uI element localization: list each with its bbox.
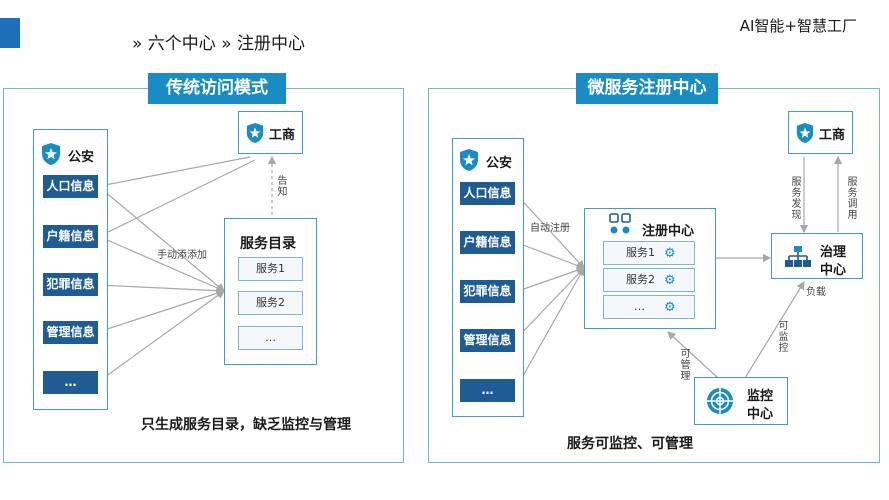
governance-line1: 治理 bbox=[820, 245, 847, 260]
right-caption: 服务可监控、可管理 bbox=[567, 436, 693, 452]
left-commerce-label: 工商 bbox=[269, 128, 296, 143]
gear-icon: ⚙ bbox=[664, 273, 676, 288]
left-directory-title: 服务目录 bbox=[240, 236, 296, 252]
police-badge-icon bbox=[42, 143, 60, 165]
org-chart-icon bbox=[785, 246, 811, 267]
registry-service-more-label: … bbox=[634, 300, 645, 313]
monitor-line1: 监控 bbox=[747, 389, 774, 404]
manageable-label: 可管理 bbox=[678, 348, 689, 381]
left-directory-service-1[interactable]: 服务1 bbox=[238, 257, 303, 281]
right-police-group bbox=[452, 138, 524, 417]
gear-icon: ⚙ bbox=[664, 246, 676, 261]
gear-icon: ⚙ bbox=[664, 300, 676, 315]
corner-accent bbox=[0, 18, 20, 48]
left-notify-label: 告知 bbox=[275, 175, 286, 197]
left-caption: 只生成服务目录，缺乏监控与管理 bbox=[141, 417, 351, 433]
governance-box[interactable]: 治理 中心 bbox=[771, 233, 863, 279]
monitor-line2: 中心 bbox=[747, 407, 774, 422]
left-police-label: 公安 bbox=[68, 150, 95, 165]
left-panel-title: 传统访问模式 bbox=[148, 73, 286, 104]
registry-title: 注册中心 bbox=[642, 224, 695, 239]
left-item-crime[interactable]: 犯罪信息 bbox=[43, 273, 98, 296]
right-item-management[interactable]: 管理信息 bbox=[460, 329, 515, 352]
registry-service-2[interactable]: 服务2 ⚙ bbox=[603, 268, 695, 292]
right-police-header: 公安 bbox=[458, 148, 522, 172]
governance-line2: 中心 bbox=[820, 263, 847, 278]
right-item-more[interactable]: … bbox=[460, 379, 515, 402]
load-label: 负载 bbox=[806, 287, 826, 298]
registry-service-1[interactable]: 服务1 ⚙ bbox=[603, 241, 695, 265]
right-police-label: 公安 bbox=[486, 156, 513, 171]
left-item-more[interactable]: … bbox=[43, 371, 98, 394]
commerce-badge-icon bbox=[796, 123, 814, 143]
monitor-box[interactable]: 监控 中心 bbox=[694, 377, 788, 425]
right-item-crime[interactable]: 犯罪信息 bbox=[460, 280, 515, 303]
call-label: 服务调用 bbox=[845, 176, 856, 220]
right-panel-title: 微服务注册中心 bbox=[576, 73, 718, 104]
registry-service-2-label: 服务2 bbox=[626, 273, 655, 286]
registry-icon bbox=[609, 213, 631, 234]
monitorable-label: 可监控 bbox=[776, 320, 787, 353]
left-item-household[interactable]: 户籍信息 bbox=[43, 225, 98, 248]
left-manual-add-label: 手动添添加 bbox=[157, 250, 207, 261]
brand-label: AI智能+智慧工厂 bbox=[739, 17, 857, 35]
right-commerce-label: 工商 bbox=[819, 128, 846, 143]
left-commerce-box[interactable]: 工商 bbox=[238, 111, 303, 154]
commerce-badge-icon bbox=[246, 123, 264, 143]
right-auto-register-label: 自动注册 bbox=[530, 223, 570, 234]
left-directory-service-2[interactable]: 服务2 bbox=[238, 291, 303, 315]
left-police-group bbox=[33, 129, 108, 410]
police-badge-icon bbox=[460, 149, 478, 171]
left-police-header: 公安 bbox=[40, 142, 106, 166]
left-item-management[interactable]: 管理信息 bbox=[43, 321, 98, 344]
target-icon bbox=[707, 388, 733, 414]
right-commerce-box[interactable]: 工商 bbox=[788, 111, 853, 154]
left-item-population[interactable]: 人口信息 bbox=[43, 175, 98, 198]
page-title: » 六个中心 » 注册中心 bbox=[132, 34, 306, 54]
right-item-household[interactable]: 户籍信息 bbox=[460, 231, 515, 254]
right-item-population[interactable]: 人口信息 bbox=[460, 182, 515, 205]
registry-service-more[interactable]: … ⚙ bbox=[603, 295, 695, 319]
registry-service-1-label: 服务1 bbox=[626, 246, 655, 259]
left-directory-service-more[interactable]: … bbox=[238, 326, 303, 350]
discover-label: 服务发现 bbox=[789, 176, 800, 220]
